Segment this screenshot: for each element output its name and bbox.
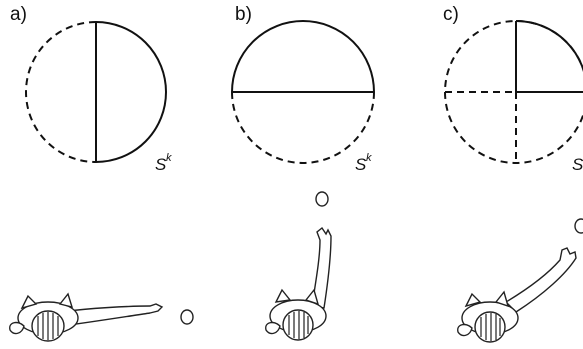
panel-b-label: b) [235,4,252,25]
panel-a: a) S k [9,4,194,342]
target-ball-icon [574,218,583,234]
panel-b-solid-top-half [231,20,375,93]
panel-a-dashed-left-half [25,21,97,163]
arm-icon [311,226,332,309]
panel-c-set-symbol: S [572,155,583,174]
hair-icon [37,312,59,340]
panel-a-set-superscript: k [166,152,172,164]
head-icon [474,311,506,343]
head-icon [282,309,314,341]
hand-icon [265,321,281,335]
hair-icon [480,313,501,341]
hand-icon [9,321,25,335]
panel-a-label: a) [10,4,27,25]
panel-b-set-symbol: S [355,155,367,174]
target-ball-icon [180,309,194,325]
right-ear-icon [58,292,74,308]
panel-a-solid-right-half [95,21,167,163]
right-ear-icon [304,288,320,306]
panel-b-set-superscript: k [366,152,372,164]
panel-c-person-reaching-diagonal [457,218,583,343]
arm-icon [504,247,577,313]
right-ear-icon [494,290,510,308]
panel-c-label: c) [443,4,459,25]
left-ear-icon [20,294,38,310]
target-ball-icon [315,191,329,207]
panel-b-dashed-bottom-half [231,91,375,164]
panel-a-set-symbol: S [155,155,167,174]
arm-icon [59,303,164,327]
hand-icon [457,323,473,337]
left-ear-icon [464,292,482,308]
panel-c-solid-upper-right-quadrant [515,20,583,72]
panel-b: b) S k [231,4,375,341]
left-ear-icon [274,288,292,303]
panel-c: c) S [443,4,583,343]
panel-b-person-reaching-up [265,191,332,341]
panel-a-person-reaching-right [9,292,194,342]
hair-icon [288,311,309,339]
